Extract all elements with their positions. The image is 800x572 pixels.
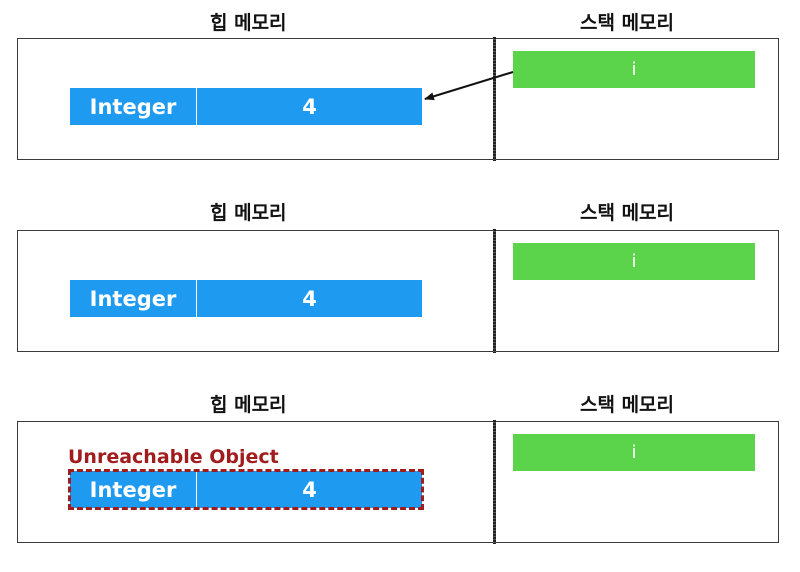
stack-memory-label: 스택 메모리 xyxy=(580,394,675,416)
stack-memory-label: 스택 메모리 xyxy=(580,12,675,34)
heap-stack-divider xyxy=(493,229,496,353)
object-type-cell: Integer xyxy=(70,88,197,125)
stack-memory-label: 스택 메모리 xyxy=(580,202,675,224)
reference-arrow xyxy=(424,71,514,101)
memory-frame xyxy=(17,38,779,160)
memory-panel-3: 힙 메모리 스택 메모리 Unreachable Object Integer … xyxy=(0,382,800,572)
stack-variable-i: i xyxy=(513,243,755,280)
object-type-cell: Integer xyxy=(70,471,197,508)
unreachable-dashed-outline xyxy=(68,469,424,510)
object-type-cell: Integer xyxy=(70,280,197,317)
memory-frame xyxy=(17,421,779,543)
stack-variable-i: i xyxy=(513,434,755,471)
heap-memory-label: 힙 메모리 xyxy=(210,202,287,224)
heap-memory-label: 힙 메모리 xyxy=(210,12,287,34)
object-value-cell: 4 xyxy=(302,94,317,119)
heap-memory-label: 힙 메모리 xyxy=(210,394,287,416)
heap-stack-divider xyxy=(493,37,496,161)
object-value-cell: 4 xyxy=(302,477,317,502)
integer-object: Integer 4 xyxy=(70,471,422,508)
integer-object: Integer 4 xyxy=(70,88,422,125)
memory-panel-1: 힙 메모리 스택 메모리 Integer 4 i xyxy=(0,0,800,190)
stack-variable-i: i xyxy=(513,51,755,88)
object-value-cell: 4 xyxy=(302,286,317,311)
integer-object: Integer 4 xyxy=(70,280,422,317)
memory-panel-2: 힙 메모리 스택 메모리 Integer 4 i xyxy=(0,192,800,382)
memory-frame xyxy=(17,230,779,352)
heap-stack-divider xyxy=(493,420,496,544)
unreachable-object-label: Unreachable Object xyxy=(68,446,279,468)
